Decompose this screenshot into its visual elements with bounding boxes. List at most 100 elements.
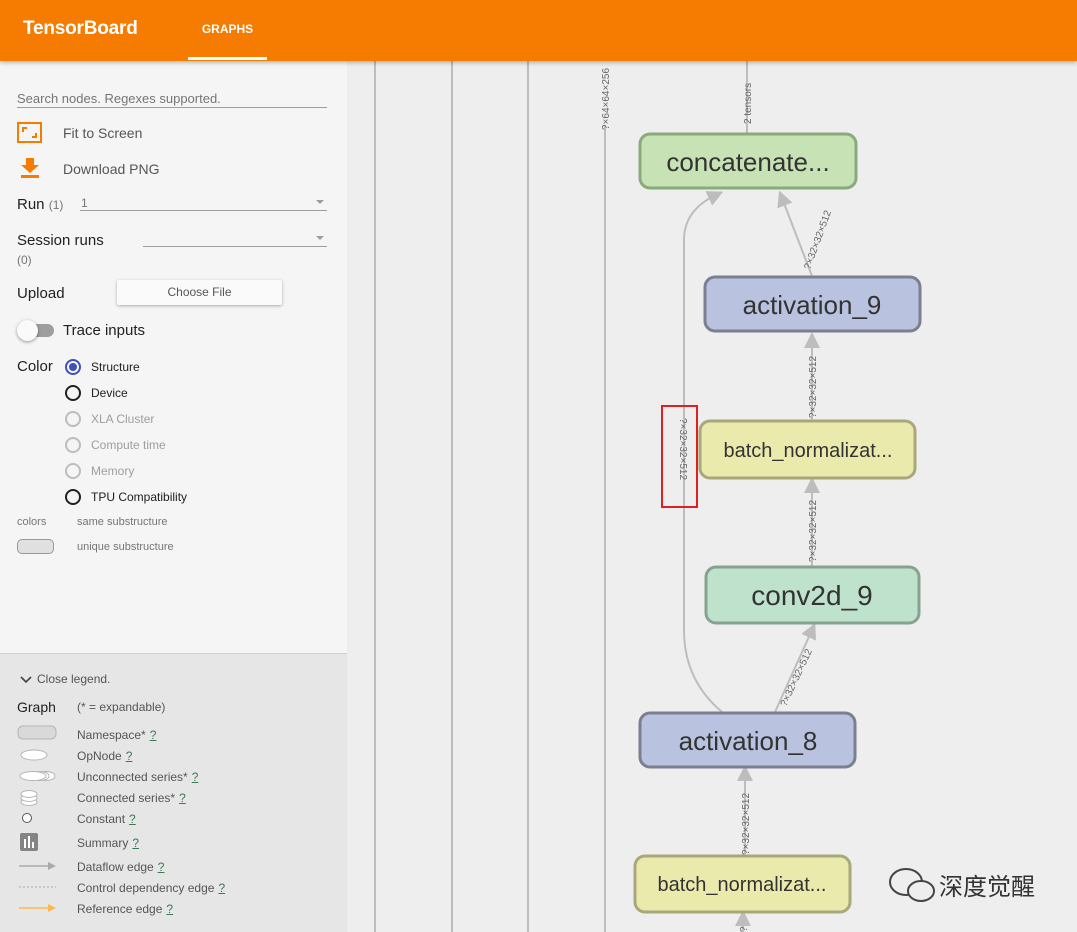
graph-legend: Close legend. Graph (* = expandable) Nam… [0,653,347,932]
namespace-icon [17,725,57,740]
legend-opnode-label: OpNode [77,749,122,763]
legend-unconnected-series: Unconnected series*? [77,770,198,784]
node-activation-9[interactable]: activation_9 [703,275,922,333]
radio-memory-label: Memory [91,464,135,478]
summary-icon [20,833,38,851]
trace-inputs-label: Trace inputs [63,322,145,339]
top-app-bar: TensorBoard GRAPHS [0,0,1077,61]
session-runs-label: Session runs [17,232,104,249]
session-runs-count: (0) [17,253,32,267]
wechat-icon-small [907,880,935,902]
chevron-down-icon [20,676,32,683]
download-png-button[interactable]: Download PNG [17,158,217,180]
legend-unconnected-label: Unconnected series* [77,770,188,784]
legend-reference-edge: Reference edge? [77,902,173,916]
colors-label: colors [17,516,47,528]
opnode-icon [20,749,48,761]
tab-graphs[interactable]: GRAPHS [201,22,254,36]
edge-act8-conv [774,622,817,713]
node-batch-norm-bottom-label: batch_normalizat... [658,874,827,896]
legend-summary-label: Summary [77,836,129,850]
unconnected-series-icon [19,771,56,781]
watermark-text: 深度觉醒 [939,873,1035,901]
graph-canvas[interactable]: ?×64×64×256 2 tensors ?×32×32×512 ?×32×3… [347,61,1077,932]
legend-opnode: OpNode? [77,749,132,763]
legend-connected-label: Connected series* [77,791,176,805]
graph-legend-title: Graph [17,699,56,715]
radio-device-label: Device [91,386,128,400]
legend-constant: Constant? [77,812,136,826]
graph-svg[interactable]: ?×64×64×256 2 tensors ?×32×32×512 ?×32×3… [347,61,1077,932]
help-link[interactable]: ? [166,902,174,916]
node-batch-norm-bottom[interactable]: batch_normalizat... [633,854,852,914]
radio-memory[interactable] [65,463,81,479]
legend-namespace-label: Namespace* [77,728,146,742]
edge-label-top-right: 2 tensors [743,83,754,124]
radio-tpu-compatibility[interactable] [65,489,81,505]
node-activation-8-label: activation_8 [679,726,818,756]
edge-label-act9-concat: ?×32×32×512 [802,209,834,271]
help-link[interactable]: ? [218,881,226,895]
fit-to-screen-button[interactable]: Fit to Screen [17,122,217,144]
node-conv2d-9-label: conv2d_9 [751,580,872,611]
expandable-note: (* = expandable) [77,700,166,714]
legend-control-label: Control dependency edge [77,881,215,895]
app-title: TensorBoard [23,18,138,39]
search-input[interactable] [17,89,327,108]
run-select[interactable]: 1 [80,195,327,211]
highlight-box [661,405,698,508]
edge-label-skip: ?×32×32×512 [677,418,688,480]
run-label: Run (1) [17,196,63,213]
edge-act9-concat [777,190,813,277]
control-dependency-edge-icon [19,886,56,888]
legend-summary: Summary? [77,836,139,850]
toggle-knob[interactable] [17,320,38,341]
skip-connection-edge [683,191,724,713]
legend-constant-label: Constant [77,812,126,826]
dropdown-caret-icon [316,236,324,240]
node-batch-norm-top[interactable]: batch_normalizat... [698,419,917,480]
edge-label-act8-conv: ?×32×32×512 [779,647,815,708]
edge-label-bn-act9: ?×32×32×512 [808,356,819,418]
radio-structure-label: Structure [91,360,140,374]
node-conv2d-9[interactable]: conv2d_9 [704,565,921,625]
help-link[interactable]: ? [149,728,157,742]
fit-screen-icon [17,122,42,143]
node-activation-8[interactable]: activation_8 [638,711,857,769]
legend-control-dependency-edge: Control dependency edge? [77,881,225,895]
edge-label-top-left: ?×64×64×256 [601,68,612,130]
reference-edge-icon [19,904,56,912]
legend-connected-series: Connected series*? [77,791,186,805]
radio-device[interactable] [65,385,81,401]
radio-compute-time-label: Compute time [91,438,166,452]
help-link[interactable]: ? [125,749,133,763]
radio-structure[interactable] [65,359,81,375]
close-legend-toggle[interactable]: Close legend. [20,672,110,686]
help-link[interactable]: ? [132,836,140,850]
edge-label-bottom: ? [739,926,750,932]
edge-label-conv-bn: ?×32×32×512 [808,500,819,562]
node-concatenate[interactable]: concatenate... [638,132,858,190]
legend-dataflow-label: Dataflow edge [77,860,154,874]
help-link[interactable]: ? [191,770,199,784]
help-link[interactable]: ? [129,812,136,826]
choose-file-button[interactable]: Choose File [117,280,282,305]
radio-xla-cluster-label: XLA Cluster [91,412,155,426]
node-concatenate-label: concatenate... [666,147,829,177]
legend-dataflow-edge: Dataflow edge? [77,860,164,874]
connected-series-icon [20,790,38,806]
legend-reference-label: Reference edge [77,902,163,916]
color-label: Color [17,358,53,375]
radio-xla-cluster[interactable] [65,411,81,427]
help-link[interactable]: ? [157,860,165,874]
edge-label-bn-act8: ?×32×32×512 [741,793,752,855]
run-label-text: Run [17,196,45,213]
session-runs-select[interactable] [143,231,327,247]
active-tab-indicator [188,57,267,60]
fit-to-screen-label: Fit to Screen [63,125,143,141]
radio-compute-time[interactable] [65,437,81,453]
dataflow-edge-icon [19,862,56,870]
run-count: (1) [48,198,64,212]
constant-icon [22,813,32,823]
help-link[interactable]: ? [179,791,186,805]
